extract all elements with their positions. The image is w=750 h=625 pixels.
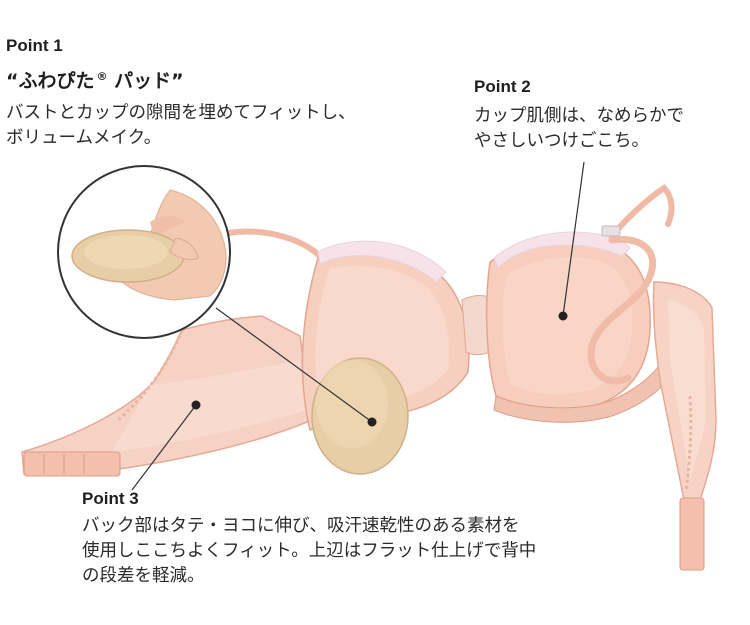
point2-line-1: カップ肌側は、なめらかで — [474, 106, 684, 126]
right-strap-adjuster — [601, 225, 621, 237]
right-strap-upper — [609, 184, 675, 239]
point1-label: Point 1 — [6, 36, 63, 55]
left-hook-tab — [23, 451, 121, 477]
point3-leader-line — [131, 404, 197, 491]
right-back-wing-shade — [668, 300, 706, 480]
point1-title: “ふわぴた® パッド” — [6, 66, 184, 93]
left-back-scallop — [117, 329, 184, 422]
point1-title-pre: “ふわぴた — [6, 70, 95, 92]
point2-leader-line — [562, 161, 585, 317]
point1-leader-line — [215, 307, 373, 423]
point1-leader-dot — [367, 417, 377, 427]
right-back-scallop — [684, 395, 693, 493]
left-cup-lace — [317, 240, 447, 283]
registered-mark: ® — [96, 69, 108, 83]
point3-line-1: バック部はタテ・ヨコに伸び、吸汗速乾性のある素材を — [82, 516, 520, 536]
point2-leader-dot — [558, 311, 568, 321]
right-hook-tab — [679, 497, 705, 571]
point3-leader-dot — [191, 400, 201, 410]
point1-line-2: ボリュームメイク。 — [6, 128, 162, 148]
left-back-band-shade — [112, 360, 308, 452]
point3-line-3: の段差を軽減。 — [82, 566, 205, 586]
removable-pad-highlight — [316, 360, 388, 448]
right-strap-loop — [587, 235, 656, 385]
right-cup-lace — [493, 231, 631, 269]
hand-holding-pad — [71, 189, 227, 301]
point1-title-post: パッド” — [107, 70, 184, 92]
point3-label: Point 3 — [82, 489, 139, 508]
point3-line-2: 使用しここちよくフィット。上辺はフラット仕上げで背中 — [82, 541, 537, 561]
point2-label: Point 2 — [474, 77, 531, 96]
point1-line-1: バストとカップの隙間を埋めてフィットし、 — [6, 103, 356, 123]
right-cup-inner — [502, 257, 633, 395]
left-shoulder-strap — [225, 228, 325, 261]
point2-line-2: やさしいつけごこち。 — [474, 131, 649, 151]
